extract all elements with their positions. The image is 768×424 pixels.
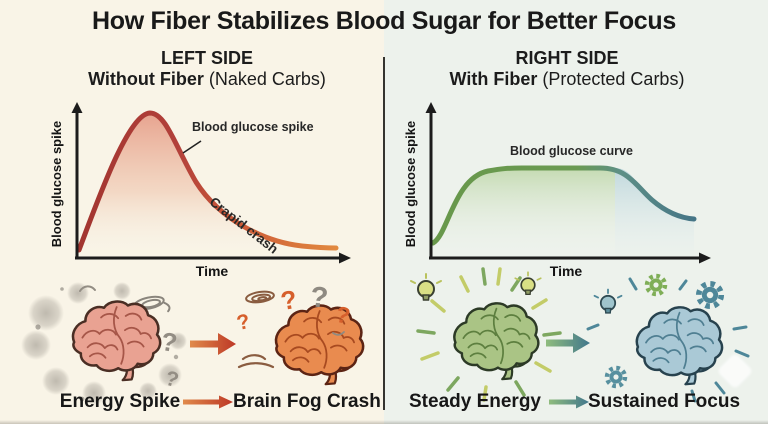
- question-mark-icon: ?: [278, 284, 299, 316]
- squiggle-icon: [332, 331, 345, 336]
- brain-fog-crash-figure: ? ? ? ?: [235, 281, 364, 385]
- right-panel-heading: RIGHT SIDE: [515, 48, 619, 68]
- question-mark-icon: ?: [309, 281, 330, 315]
- left-glucose-chart: [71, 102, 351, 264]
- arrow-right-icon: [549, 395, 589, 409]
- fog-cloud-icon: [21, 282, 187, 405]
- question-mark-icon: ?: [235, 310, 252, 335]
- right-glucose-chart: [425, 102, 711, 264]
- steady-energy-label: Steady Energy: [409, 391, 541, 412]
- right-y-axis-label: Blood glucose spike: [403, 120, 418, 248]
- steady-area-fill-green: [433, 168, 615, 257]
- swirl-icon: [245, 290, 275, 304]
- sustained-focus-brain-figure: [586, 273, 750, 403]
- right-x-axis-label: Time: [549, 263, 583, 279]
- blue-brain-icon: [636, 307, 723, 385]
- energy-rays-icon: [416, 267, 562, 402]
- squiggle-icon: [79, 285, 96, 292]
- steady-area-fill-blue: [615, 168, 694, 257]
- energy-spike-brain-figure: ? ?: [21, 282, 187, 405]
- spike-area-fill: [79, 113, 336, 257]
- left-panel-subheading: Without Fiber (Naked Carbs): [88, 69, 326, 89]
- y-axis-arrow-icon: [425, 102, 437, 113]
- x-axis-arrow-icon: [339, 252, 351, 264]
- gear-icon: [695, 280, 725, 310]
- sustained-focus-label: Sustained Focus: [588, 391, 741, 412]
- arrow-right-icon: [183, 395, 233, 409]
- page-title: How Fiber Stabilizes Blood Sugar for Bet…: [92, 7, 676, 35]
- left-panel-header: LEFT SIDE Without Fiber (Naked Carbs): [42, 48, 372, 90]
- panel-divider: [383, 57, 385, 410]
- question-mark-icon: ?: [333, 301, 353, 330]
- spike-curve: [76, 110, 339, 253]
- gear-icon: [644, 273, 668, 297]
- energy-spike-label: Energy Spike: [59, 391, 181, 412]
- curve-annotation: Blood glucose curve: [510, 144, 633, 158]
- question-mark-icon: ?: [159, 326, 180, 358]
- annotation-pointer-line: [182, 140, 202, 154]
- bottom-edge-shadow: [0, 420, 768, 424]
- orange-brain-icon: [276, 305, 364, 385]
- arrow-right-icon: [190, 333, 236, 355]
- lightbulb-icon: [410, 273, 442, 301]
- steady-energy-brain-figure: [410, 267, 562, 402]
- right-panel-subheading: With Fiber (Protected Carbs): [449, 69, 685, 89]
- pink-brain-icon: [73, 301, 161, 381]
- x-axis-arrow-icon: [699, 252, 711, 264]
- arrow-right-icon: [546, 333, 590, 353]
- lightbulb-icon: [593, 288, 623, 314]
- right-axes: [429, 108, 705, 260]
- left-y-axis-label: Blood glucose spike: [49, 120, 64, 248]
- steady-curve: [430, 165, 697, 246]
- gear-icon: [604, 365, 628, 389]
- left-x-axis-label: Time: [195, 263, 229, 279]
- focus-dashes-icon: [586, 277, 750, 403]
- y-axis-arrow-icon: [71, 102, 83, 113]
- left-panel-heading: LEFT SIDE: [160, 48, 253, 68]
- green-brain-icon: [454, 303, 539, 380]
- left-axes: [75, 108, 345, 260]
- spike-annotation: Blood glucose spike: [192, 120, 314, 134]
- squiggle-icon: [237, 354, 275, 369]
- brain-fog-crash-label: Brain Fog Crash: [233, 391, 381, 412]
- right-panel-header: RIGHT SIDE With Fiber (Protected Carbs): [402, 48, 732, 90]
- question-mark-icon: ?: [163, 367, 182, 393]
- lightbulb-icon: [514, 271, 542, 295]
